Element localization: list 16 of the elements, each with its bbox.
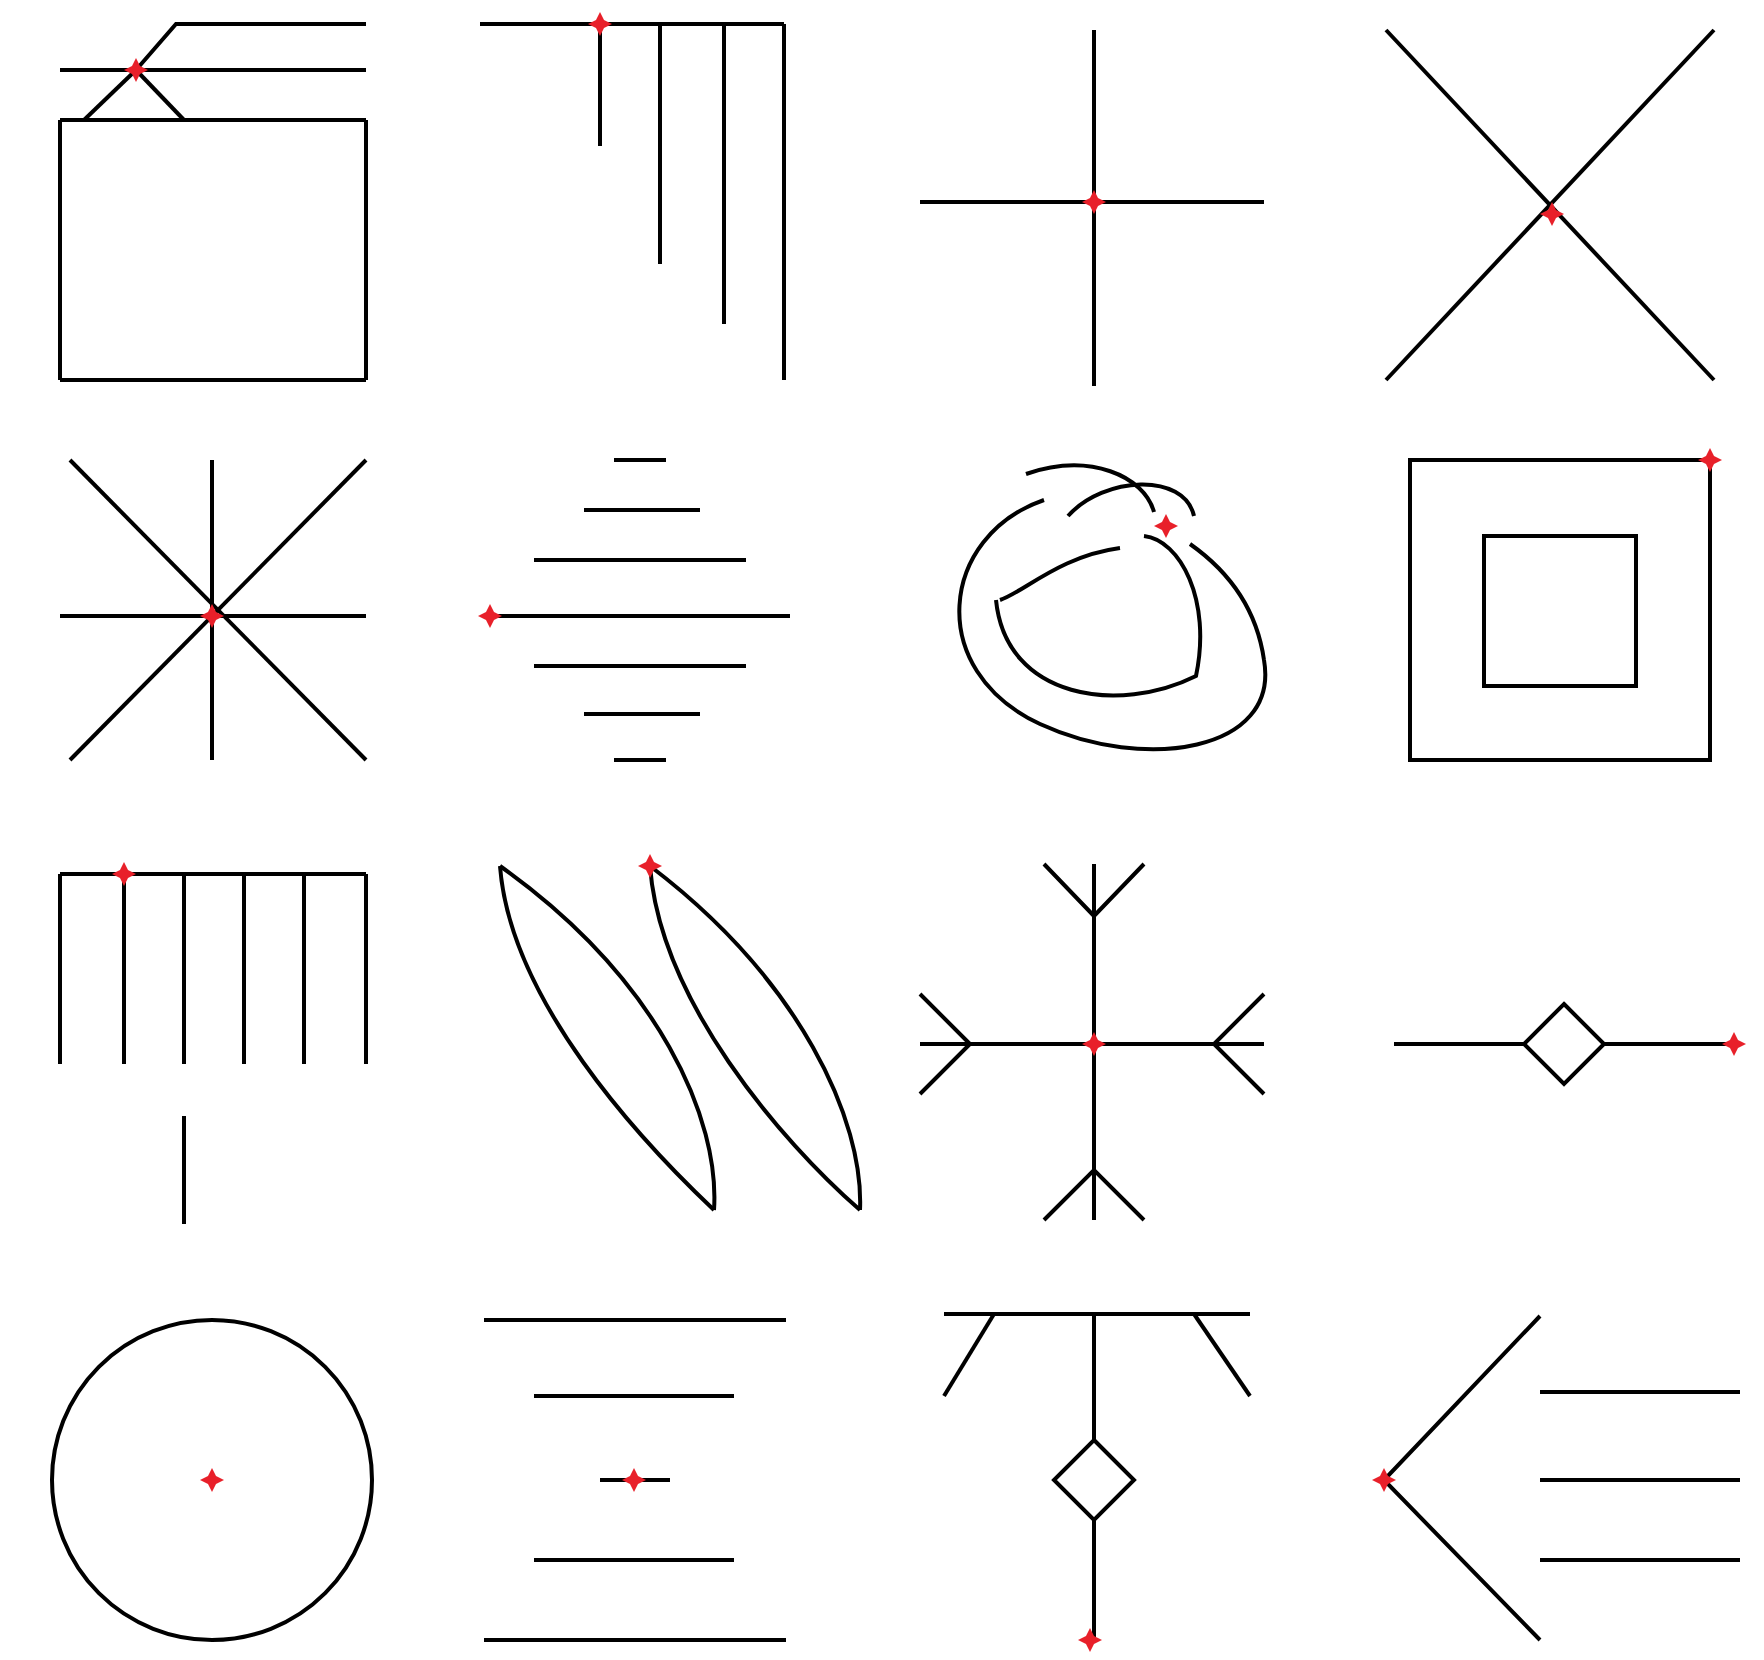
comb-lines-drawing [480, 12, 786, 380]
knot-curves-drawing [957, 463, 1267, 752]
stacked-lines-drawing [478, 458, 790, 762]
lens-curves-drawing [498, 854, 862, 1212]
tee-with-diamond-drawing [942, 1312, 1252, 1652]
star-lines-drawing [60, 458, 368, 762]
circle-drawing [50, 1318, 374, 1642]
diagonal-cross-drawing [1384, 28, 1716, 382]
rake-lines-drawing [58, 862, 368, 1224]
line-with-diamond-drawing [1394, 1001, 1746, 1087]
cross-with-forks-drawing [918, 862, 1266, 1222]
parallel-lines-drawing [484, 1318, 786, 1642]
box-with-branch-lines-drawing [58, 22, 368, 382]
nested-squares-drawing [1408, 448, 1722, 762]
angle-with-lines-drawing [1372, 1314, 1740, 1642]
cross-drawing [920, 30, 1264, 386]
